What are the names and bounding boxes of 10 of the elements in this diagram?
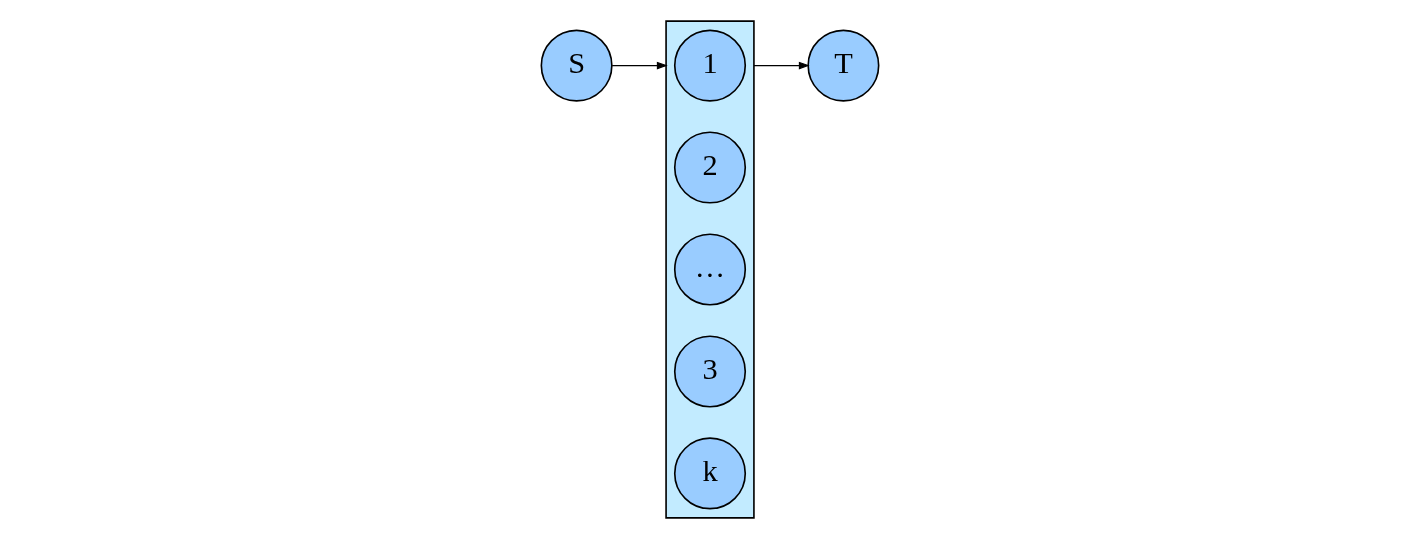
node-circle: k bbox=[673, 437, 747, 510]
node-circle: 3 bbox=[673, 335, 747, 408]
node-circle: … bbox=[673, 233, 747, 306]
arrow bbox=[753, 61, 810, 70]
node-circle: T bbox=[807, 29, 880, 102]
arrow bbox=[611, 61, 668, 70]
cluster bbox=[665, 20, 755, 519]
node-circle: 1 bbox=[673, 29, 747, 102]
node-circle: S bbox=[540, 29, 613, 102]
node-circle: 2 bbox=[673, 131, 747, 204]
